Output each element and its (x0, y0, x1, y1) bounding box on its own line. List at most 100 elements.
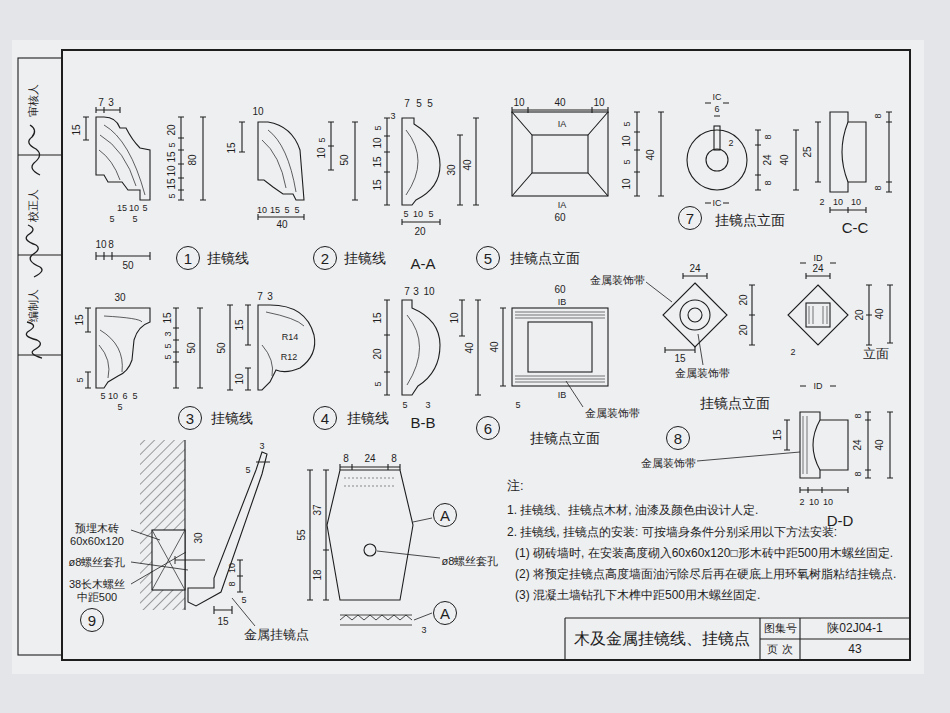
dimension-value: 10 (622, 178, 632, 189)
dimension-value: 15 (373, 312, 383, 323)
part-annotation: 金属装饰带 (675, 368, 730, 379)
dimension-value: 15 (217, 617, 228, 627)
dimension-value: 8 (764, 134, 773, 139)
dimension-value: 5 (623, 121, 632, 126)
callout-circle: A (433, 601, 457, 625)
dimension-value: 10 (252, 107, 263, 117)
callout-number: 3 (186, 411, 194, 426)
dimension-value: 5 (416, 99, 422, 109)
signature-field: 审核人 (28, 84, 39, 117)
dimension-value: 5 (109, 215, 114, 224)
part-annotation: 立面 (863, 347, 889, 360)
dimension-value: 5 (76, 377, 85, 382)
part-annotation: 挂镜点立面 (530, 431, 600, 445)
dimension-value: 7 (404, 99, 410, 109)
callout-number: 6 (484, 421, 492, 436)
dimension-value: 40 (490, 341, 500, 352)
callout-number: 8 (674, 431, 682, 446)
dimension-value: 7 (404, 287, 410, 297)
part-annotation: 38长木螺丝 (69, 579, 125, 590)
dimension-value: 3 (259, 442, 264, 451)
dimension-value: 15 (373, 179, 383, 190)
callout-circle: 9 (80, 608, 104, 632)
part-annotation: 挂镜点立面 (700, 396, 770, 410)
dimension-value: 5 (168, 142, 177, 147)
dimension-value: 15 (167, 178, 177, 189)
callout-circle: 5 (476, 246, 500, 270)
callout-number: A (440, 508, 450, 523)
callout-number: 7 (686, 211, 694, 226)
dimension-value: 8 (854, 471, 863, 476)
callout-number: A (440, 606, 450, 621)
dimension-value: 24 (853, 439, 863, 450)
title-block-cell: 43 (848, 643, 861, 655)
section-mark: IB (558, 298, 567, 307)
part-annotation: 金属挂镜点 (244, 628, 309, 641)
dimension-value: 10 (851, 198, 861, 207)
dimension-value: 10 (228, 563, 237, 573)
dimension-value: 8 (874, 113, 883, 118)
part-annotation: ø8螺丝套孔 (69, 557, 126, 568)
part-annotation: 挂镜点立面 (510, 251, 580, 265)
dimension-value: 6 (122, 392, 127, 401)
dimension-value: 10 (450, 312, 460, 323)
dimension-value: R14 (282, 333, 299, 342)
dimension-value: 5 (428, 210, 433, 219)
dimension-value: 40 (875, 308, 885, 319)
dimension-value: 2 (799, 498, 804, 507)
dimension-value: 8 (391, 454, 397, 464)
part-annotation: 预埋木砖 (75, 523, 119, 534)
dimension-value: 15 (167, 151, 177, 162)
dimension-value: 25 (803, 146, 813, 157)
dimension-value: 10 (423, 287, 434, 297)
callout-number: 5 (484, 251, 492, 266)
callout-number: 2 (321, 251, 329, 266)
dimension-value: 15 (235, 319, 245, 330)
dimension-value: 10 (317, 147, 327, 158)
section-mark: ID (814, 382, 823, 391)
part-annotation: 挂镜线 (347, 411, 389, 425)
dimension-value: 15 (117, 204, 127, 213)
dimension-value: 5 (427, 99, 433, 109)
dimension-value: 60 (554, 213, 565, 223)
dimension-value: 5 (142, 204, 147, 213)
dimension-value: 7 (257, 292, 263, 302)
dimension-value: 20 (739, 294, 749, 305)
dimension-value: 5 (241, 596, 246, 605)
section-mark: ID (814, 254, 823, 263)
dimension-value: 10 (257, 206, 267, 215)
callout-circle: 2 (313, 246, 337, 270)
dimension-value: 8 (343, 454, 349, 464)
dimension-value: 20 (855, 309, 865, 320)
dimension-value: 15 (72, 124, 82, 135)
dimension-value: 10 (809, 498, 819, 507)
dimension-value: 3 (267, 292, 273, 302)
part-annotation: 挂镜线 (344, 251, 386, 265)
callout-number: 4 (321, 411, 329, 426)
dimension-value: 20 (167, 124, 177, 135)
dimension-value: 6 (714, 105, 719, 114)
dimension-value: 5 (318, 137, 327, 142)
dimension-value: 2 (728, 139, 733, 148)
dimension-value: 20 (414, 227, 425, 237)
dimension-value: 15 (270, 206, 280, 215)
dimension-value: 24 (763, 154, 773, 165)
dimension-value: 55 (297, 529, 307, 540)
dimension-value: 3 (413, 287, 419, 297)
dimension-value: 30 (194, 532, 204, 543)
dimension-value: 10 (823, 498, 833, 507)
callout-circle: 7 (678, 206, 702, 230)
part-annotation: 金属装饰带 (590, 275, 645, 286)
dimension-value: 24 (812, 264, 823, 274)
dimension-value: 3 (425, 401, 430, 410)
part-annotation: 60x60x120 (70, 536, 124, 547)
dimension-value: 10 (373, 137, 383, 148)
dimension-value: 3 (390, 112, 395, 121)
dimension-value: 5 (402, 401, 407, 410)
dimension-value: 15 (373, 156, 383, 167)
dimension-value: 5 (374, 381, 383, 386)
callout-number: 9 (88, 613, 96, 628)
dimension-value: 15 (674, 354, 685, 364)
section-mark: IA (558, 201, 567, 210)
